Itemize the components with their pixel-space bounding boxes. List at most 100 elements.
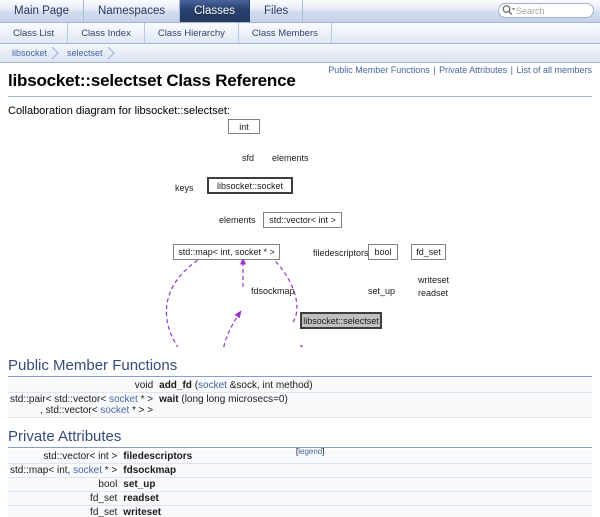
legend-bracket-close: ] bbox=[322, 447, 325, 456]
summary-separator: | bbox=[508, 65, 516, 75]
breadcrumb-separator-icon bbox=[107, 46, 115, 60]
tab-classes[interactable]: Classes bbox=[180, 0, 251, 22]
diagram-edge-label-keys: keys bbox=[175, 183, 194, 193]
member-decl-cell: set_up bbox=[121, 477, 592, 492]
member-text: , std::vector< bbox=[40, 405, 101, 416]
diagram-node-map[interactable]: std::map< int, socket * > bbox=[173, 244, 280, 260]
table-row: std::pair< std::vector< socket * >, std:… bbox=[8, 392, 592, 418]
member-text: bool bbox=[98, 479, 118, 490]
tab-bar-filler bbox=[332, 23, 600, 43]
tab-files[interactable]: Files bbox=[250, 0, 304, 22]
member-text: fd_set bbox=[90, 507, 118, 517]
diagram-node-label: std::vector< int > bbox=[269, 215, 336, 225]
table-row: fd_set readset bbox=[8, 491, 592, 506]
member-decl-cell: wait (long long microsecs=0) bbox=[157, 392, 592, 418]
summary-link-public-member-functions[interactable]: Public Member Functions bbox=[328, 65, 430, 75]
search-input[interactable] bbox=[516, 5, 586, 16]
member-type-cell: std::map< int, socket * > bbox=[8, 463, 122, 478]
member-decl-cell: fdsockmap bbox=[121, 463, 592, 478]
title-divider bbox=[8, 96, 592, 97]
type-link[interactable]: socket bbox=[108, 394, 138, 405]
diagram-node-vector_int[interactable]: std::vector< int > bbox=[263, 212, 342, 228]
member-decl-cell: filedescriptors bbox=[121, 450, 592, 464]
diagram-node-int[interactable]: int bbox=[228, 119, 260, 134]
diagram-edge-label-writeset: writeset bbox=[418, 275, 450, 285]
member-text: std::map< int, bbox=[10, 465, 74, 476]
member-text: std::pair< std::vector< bbox=[10, 394, 109, 405]
diagram-node-fd_set[interactable]: fd_set bbox=[411, 244, 446, 260]
tab-namespaces[interactable]: Namespaces bbox=[84, 0, 181, 22]
breadcrumb-separator-icon bbox=[51, 46, 59, 60]
diagram-edge-label-set_up: set_up bbox=[368, 286, 396, 296]
member-name[interactable]: filedescriptors bbox=[123, 451, 193, 462]
member-text: void bbox=[134, 380, 154, 391]
member-name[interactable]: writeset bbox=[123, 507, 162, 517]
private-attributes-heading: Private Attributes bbox=[8, 428, 592, 448]
breadcrumb-item-libsocket[interactable]: libsocket bbox=[6, 44, 61, 62]
legend-link[interactable]: legend bbox=[298, 447, 323, 456]
member-name[interactable]: fdsockmap bbox=[123, 465, 177, 476]
diagram-edge-label-filedescriptors: filedescriptors bbox=[313, 248, 369, 258]
secondary-tab-list: Class List Class Index Class Hierarchy Clas… bbox=[0, 23, 600, 43]
diagram-node-label: std::map< int, socket * > bbox=[178, 247, 275, 257]
diagram-node-label: libsocket::socket bbox=[216, 180, 284, 191]
diagram-node-label: fd_set bbox=[416, 247, 441, 257]
member-name[interactable]: set_up bbox=[123, 479, 156, 490]
diagram-node-label: int bbox=[239, 121, 249, 132]
summary-links: Public Member Functions | Private Attrib… bbox=[328, 65, 592, 75]
summary-link-private-attributes[interactable]: Private Attributes bbox=[439, 65, 508, 75]
subtab-class-list[interactable]: Class List bbox=[0, 23, 69, 43]
diagram-node-socket[interactable]: libsocket::socket bbox=[207, 177, 293, 194]
member-text: * > bbox=[137, 394, 154, 405]
table-row: void add_fd (socket &sock, int method) bbox=[8, 379, 592, 393]
member-type-cell: std::pair< std::vector< socket * >, std:… bbox=[8, 392, 158, 418]
diagram-node-bool[interactable]: bool bbox=[368, 244, 398, 260]
member-text: * > bbox=[102, 465, 118, 476]
tab-label: Class Index bbox=[81, 27, 131, 39]
page-title: libsocket::selectset Class Reference bbox=[8, 71, 296, 90]
member-text: fd_set bbox=[90, 493, 118, 504]
search-box[interactable] bbox=[498, 3, 594, 18]
public-member-functions-heading: Public Member Functions bbox=[8, 357, 592, 377]
legend-bracket-open: [ bbox=[296, 447, 299, 456]
search-icon bbox=[501, 4, 516, 17]
member-text: &sock, int method) bbox=[226, 380, 313, 391]
type-link[interactable]: socket bbox=[100, 405, 130, 416]
member-name[interactable]: add_fd bbox=[159, 380, 192, 391]
secondary-tab-bar: Class List Class Index Class Hierarchy Clas… bbox=[0, 23, 600, 44]
table-row: std::vector< int >filedescriptors bbox=[8, 450, 592, 464]
diagram-edge-label-sfd: sfd bbox=[242, 153, 255, 163]
table-row: fd_set writeset bbox=[8, 505, 592, 517]
member-type-cell: fd_set bbox=[8, 505, 122, 517]
breadcrumb-item-selectset[interactable]: selectset bbox=[61, 44, 117, 62]
tab-main-page[interactable]: Main Page bbox=[0, 0, 84, 22]
member-text: ( bbox=[191, 380, 199, 391]
diagram-node-label: libsocket::selectset bbox=[303, 315, 379, 326]
diagram-node-label: bool bbox=[374, 247, 392, 257]
summary-separator: | bbox=[430, 65, 439, 75]
tab-label: Class Members bbox=[251, 27, 318, 39]
summary-link-list-of-all-members[interactable]: List of all members bbox=[516, 65, 592, 75]
subtab-class-members[interactable]: Class Members bbox=[239, 23, 332, 43]
member-name[interactable]: wait bbox=[159, 394, 179, 405]
tab-label: Main Page bbox=[14, 5, 69, 17]
page-header: Public Member Functions | Private Attrib… bbox=[8, 63, 592, 96]
diagram-caption: Collaboration diagram for libsocket::sel… bbox=[8, 105, 230, 117]
diagram-legend: [legend] bbox=[296, 447, 325, 456]
diagram-node-selectset[interactable]: libsocket::selectset bbox=[300, 312, 382, 329]
diagram-edge-label-elements: elements bbox=[272, 153, 309, 163]
type-link[interactable]: socket bbox=[73, 465, 102, 476]
member-name[interactable]: readset bbox=[123, 493, 159, 504]
subtab-class-hierarchy[interactable]: Class Hierarchy bbox=[145, 23, 239, 43]
table-row: bool set_up bbox=[8, 477, 592, 492]
type-link[interactable]: socket bbox=[198, 380, 227, 391]
member-type-cell: bool bbox=[8, 477, 122, 492]
member-decl-cell: readset bbox=[121, 491, 592, 506]
subtab-class-index[interactable]: Class Index bbox=[68, 23, 145, 43]
